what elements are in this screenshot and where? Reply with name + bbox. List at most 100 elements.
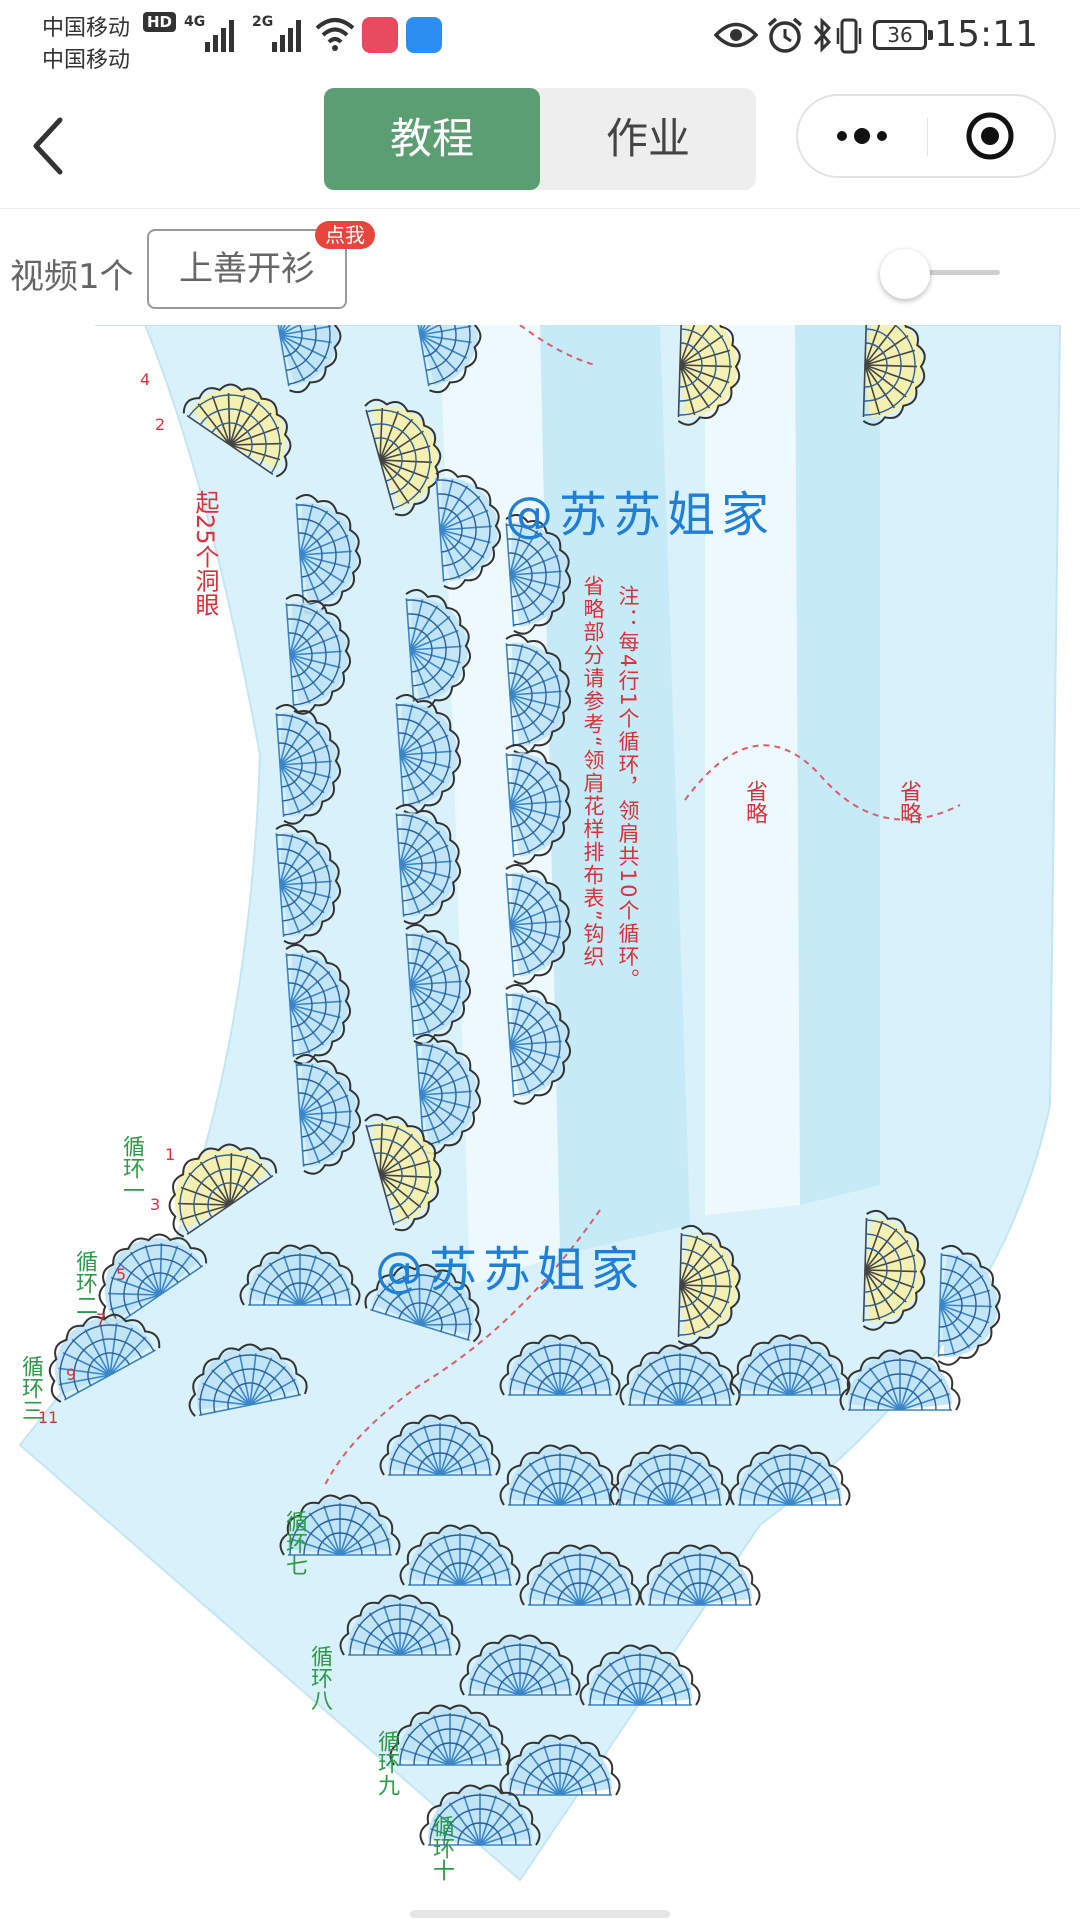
omit-label-2: 省略 [896, 780, 921, 824]
network-type-1: 4G [184, 14, 206, 30]
crochet-fan-motif [364, 1263, 482, 1343]
crochet-fan-motif [677, 325, 741, 426]
network-type-2: 2G [252, 14, 274, 30]
crochet-fan-motif [285, 594, 351, 715]
crochet-fan-motif [188, 1343, 308, 1417]
signal-icon [205, 20, 234, 52]
crochet-fan-motif [505, 744, 571, 865]
row-number: 2 [155, 415, 166, 434]
segmented-tabs: 教程 作业 [324, 88, 756, 190]
eye-icon [714, 22, 758, 48]
hd-badge: HD [143, 12, 177, 32]
note-line-1: 注：每4行1个循环，领肩共10个循环。 [616, 585, 640, 992]
crochet-fan-motif [639, 1544, 761, 1606]
crochet-fan-motif [399, 1524, 521, 1586]
crochet-chart-graphic [18, 325, 1062, 1882]
crochet-fan-motif [729, 1334, 851, 1396]
back-button[interactable] [24, 106, 84, 186]
crochet-fan-motif [499, 1444, 621, 1506]
note-line-2: 省略部分请参考“领肩花样排布表”钩织 [581, 575, 605, 969]
carrier-label-1: 中国移动 [42, 16, 131, 41]
crochet-fan-motif [579, 1644, 701, 1706]
crochet-fan-motif [459, 1634, 581, 1696]
crochet-fan-motif [182, 383, 292, 478]
crochet-fan-motif [505, 864, 571, 985]
crochet-fan-motif [239, 1244, 361, 1306]
row-number: 4 [140, 370, 151, 389]
crochet-fan-motif [168, 1143, 278, 1238]
crochet-fan-motif [275, 704, 341, 825]
loop-label-10: 循环十 [429, 1815, 454, 1881]
capsule-divider [927, 118, 928, 156]
tap-me-badge: 点我 [315, 221, 375, 249]
crochet-fan-motif [499, 1734, 621, 1796]
loop-label-2: 循环二 [72, 1250, 97, 1316]
crochet-fan-motif [839, 1349, 961, 1411]
video-chip[interactable]: 上善开衫 [147, 229, 347, 309]
toggle-knob [880, 249, 930, 299]
book-app-icon [362, 17, 398, 53]
crochet-fan-motif [395, 694, 461, 815]
crochet-fan-motif [364, 398, 442, 517]
vibrate-icon [836, 18, 862, 54]
row-number: 5 [116, 1265, 127, 1284]
toggle-switch[interactable] [880, 249, 1010, 299]
crochet-diagram: @苏苏姐家 @苏苏姐家 起25个洞眼 注：每4行1个循环，领肩共10个循环。 省… [0, 325, 1080, 1920]
crochet-fan-motif [505, 634, 571, 755]
crochet-fan-motif [364, 1113, 442, 1232]
crochet-fan-motif [499, 1334, 621, 1396]
crochet-fan-motif [48, 1313, 161, 1403]
crochet-fan-motif [435, 469, 501, 590]
battery-icon: 36 [873, 20, 933, 50]
nav-bar: 教程 作业 [0, 82, 1080, 208]
clock: 15:11 [934, 14, 1038, 55]
close-miniprogram-button[interactable] [928, 96, 1054, 176]
alarm-icon [767, 17, 803, 53]
bluetooth-icon [813, 17, 832, 53]
tab-tutorial[interactable]: 教程 [324, 88, 540, 190]
crochet-fan-motif [405, 924, 471, 1045]
close-miniprogram-icon [966, 112, 1014, 160]
video-count-label: 视频1个 [10, 257, 134, 297]
crochet-fan-motif [729, 1444, 851, 1506]
crochet-fan-motif [505, 514, 571, 635]
more-button[interactable] [798, 96, 926, 176]
toolbar: 视频1个 上善开衫 点我 [0, 209, 1080, 325]
carrier-label-2: 中国移动 [42, 48, 131, 73]
row-number: 7 [96, 1310, 107, 1329]
toggle-track [920, 270, 1000, 275]
crochet-fan-motif [279, 1494, 401, 1556]
home-indicator [410, 1910, 670, 1918]
loop-label-8: 循环八 [307, 1645, 332, 1711]
signal-icon [272, 20, 301, 52]
loop-label-1: 循环一 [119, 1135, 144, 1201]
crochet-fan-motif [339, 1594, 461, 1656]
crochet-fan-motif [415, 1034, 481, 1155]
watermark-top: @苏苏姐家 [505, 487, 776, 543]
more-dots-icon [837, 128, 887, 144]
header-divider [0, 208, 1080, 209]
weather-app-icon [406, 17, 442, 53]
watermark-bottom: @苏苏姐家 [375, 1242, 646, 1298]
crochet-fan-motif [937, 1244, 1001, 1366]
status-bar: 中国移动 中国移动 HD 4G 2G 36 15:11 [0, 0, 1080, 82]
tab-homework[interactable]: 作业 [605, 114, 690, 163]
crochet-fan-motif [295, 494, 361, 615]
crochet-fan-motif [409, 325, 482, 394]
crochet-fan-motif [405, 589, 471, 710]
crochet-fan-motif [269, 325, 342, 394]
row-number: 9 [66, 1365, 77, 1384]
row-number: 11 [38, 1408, 59, 1427]
crochet-fan-motif [609, 1444, 731, 1506]
crochet-fan-motif [419, 1784, 541, 1846]
crochet-fan-motif [519, 1544, 641, 1606]
loop-label-9: 循环九 [374, 1730, 399, 1796]
crochet-fan-motif [379, 1414, 501, 1476]
crochet-fan-motif [389, 1704, 511, 1766]
crochet-fan-motif [285, 944, 351, 1065]
start-label: 起25个洞眼 [191, 490, 219, 617]
loop-label-7: 循环七 [282, 1510, 307, 1576]
miniprogram-capsule [796, 94, 1056, 178]
crochet-fan-motif [295, 1054, 361, 1175]
crochet-fan-motif [395, 804, 461, 925]
